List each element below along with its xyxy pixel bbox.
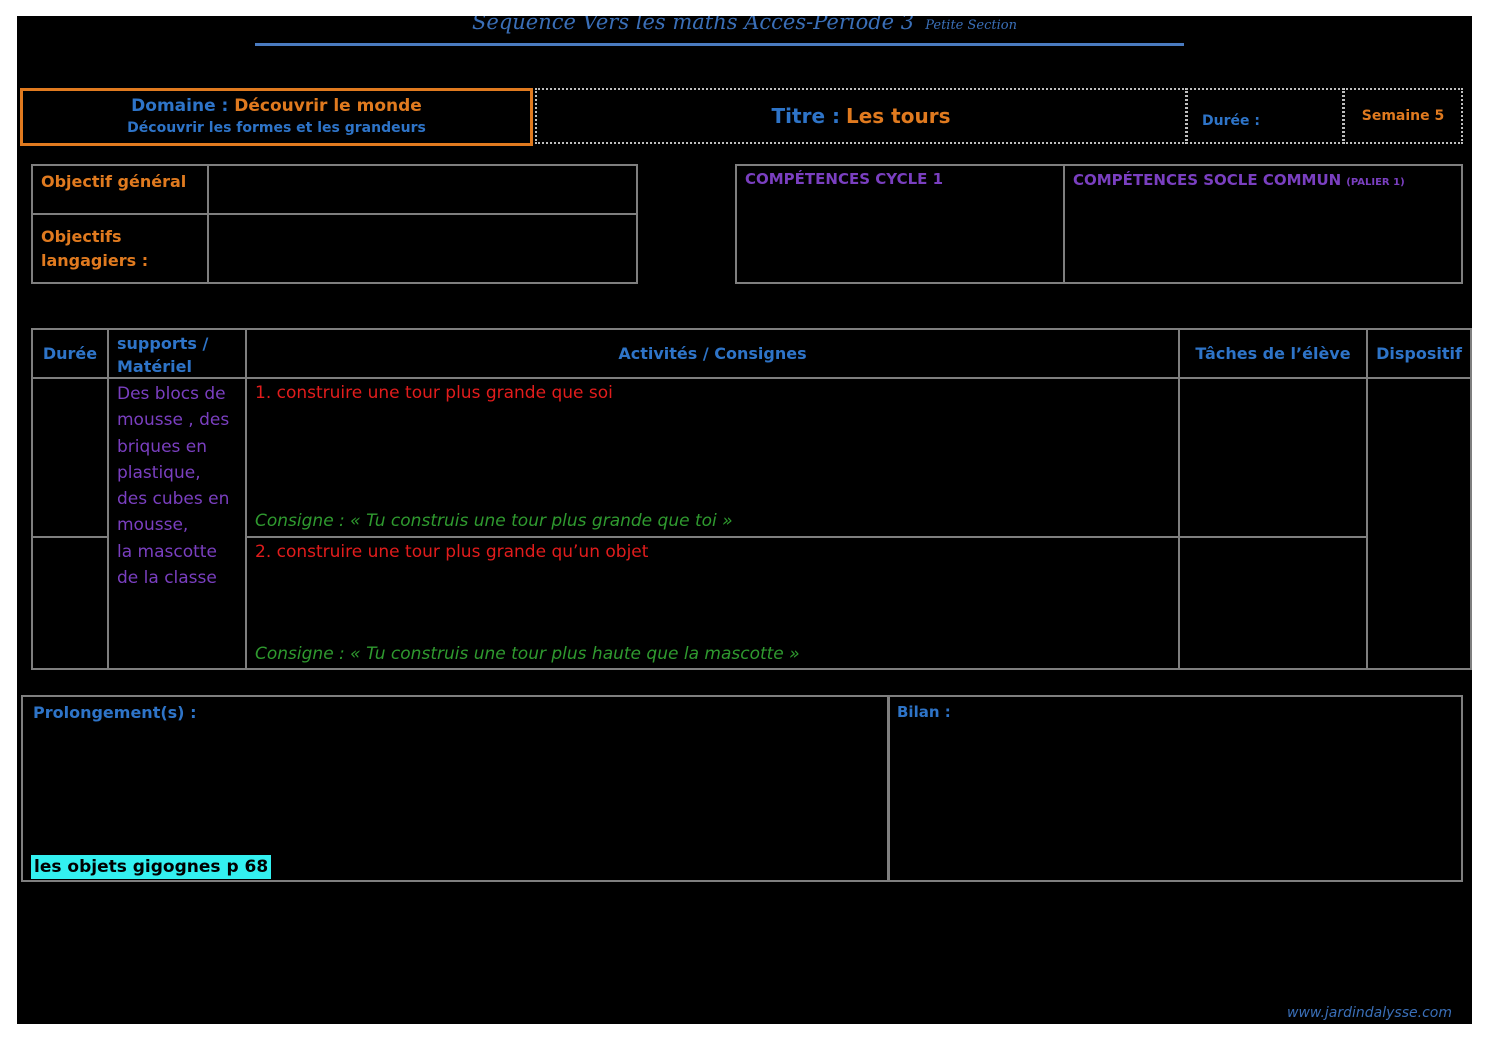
domain-value: Découvrir le monde	[234, 96, 422, 116]
activity-2-cell: 2. construire une tour plus grande qu’un…	[245, 536, 1180, 670]
extension-label: Prolongement(s) :	[33, 703, 197, 722]
col-header-setup: Dispositif	[1366, 328, 1472, 379]
duration-cell: Durée :	[1186, 88, 1344, 144]
week-cell: Semaine 5	[1343, 88, 1463, 144]
col-header-tasks: Tâches de l’élève	[1178, 328, 1368, 379]
supports-line: la mascotte	[117, 541, 217, 562]
competences-cycle-label: COMPÉTENCES CYCLE 1	[745, 170, 944, 188]
col-header-supports: supports / Matériel	[107, 328, 247, 379]
supports-cell: Des blocs de mousse , des briques en pla…	[107, 377, 247, 670]
supports-line: plastique,	[117, 462, 201, 483]
objective-language-label-cell: Objectifs langagiers :	[31, 213, 209, 284]
title-label: Titre :	[771, 104, 840, 128]
objective-general-label-cell: Objectif général	[31, 164, 209, 215]
supports-line: Des blocs de	[117, 384, 226, 404]
supports-list: Des blocs de mousse , des briques en pla…	[117, 381, 237, 591]
setup-cell	[1366, 377, 1472, 670]
competences-socle-cell: COMPÉTENCES SOCLE COMMUN (PALIER 1)	[1063, 164, 1463, 284]
col-header-activities: Activités / Consignes	[245, 328, 1180, 379]
title-cell: Titre : Les tours	[535, 88, 1187, 144]
row2-duration-cell	[31, 536, 109, 670]
extension-box: Prolongement(s) : les objets gigognes p …	[21, 695, 890, 882]
objective-general-label: Objectif général	[41, 172, 187, 191]
week-label: Semaine 5	[1361, 108, 1445, 124]
duration-label: Durée :	[1202, 113, 1260, 129]
objective-language-value-cell	[207, 213, 638, 284]
lesson-sheet: Séquence Vers les maths Accès-Période 3 …	[17, 16, 1472, 1024]
supports-line: briques en	[117, 436, 208, 457]
objective-language-label-2: langagiers :	[41, 251, 149, 270]
activity-1-consigne: Consigne : « Tu construis une tour plus …	[255, 511, 733, 531]
domain-label: Domaine :	[131, 96, 229, 116]
extension-note: les objets gigognes p 68	[31, 855, 272, 879]
domain-box: Domaine : Découvrir le monde Découvrir l…	[20, 88, 533, 146]
activity-1-cell: 1. construire une tour plus grande que s…	[245, 377, 1180, 538]
title-sub: Petite Section	[925, 18, 1017, 33]
supports-line: de la classe	[117, 568, 217, 589]
row2-tasks-cell	[1178, 536, 1368, 670]
title-value: Les tours	[845, 104, 951, 128]
row1-tasks-cell	[1178, 377, 1368, 538]
objective-general-value-cell	[207, 164, 638, 215]
review-box: Bilan :	[887, 695, 1463, 882]
competences-socle-suffix: (PALIER 1)	[1346, 177, 1405, 188]
domain-subvalue: Découvrir les formes et les grandeurs	[127, 120, 426, 136]
col-header-duration: Durée	[31, 328, 109, 379]
row1-duration-cell	[31, 377, 109, 538]
supports-line: des cubes en	[117, 489, 230, 510]
activity-1-title: 1. construire une tour plus grande que s…	[255, 383, 613, 403]
competences-cycle-cell: COMPÉTENCES CYCLE 1	[735, 164, 1065, 284]
activity-2-title: 2. construire une tour plus grande qu’un…	[255, 542, 649, 562]
competences-socle-label: COMPÉTENCES SOCLE COMMUN	[1073, 171, 1342, 189]
supports-line: mousse,	[117, 515, 189, 536]
website-link[interactable]: www.jardindalysse.com	[1287, 1005, 1452, 1021]
supports-line: mousse , des	[117, 410, 230, 431]
page-title: Séquence Vers les maths Accès-Période 3 …	[17, 16, 1472, 34]
activity-2-consigne: Consigne : « Tu construis une tour plus …	[255, 644, 800, 664]
title-main: Séquence Vers les maths Accès-Période 3	[472, 16, 915, 34]
objective-language-label-1: Objectifs	[41, 227, 122, 246]
title-underline	[255, 43, 1184, 46]
review-label: Bilan :	[897, 703, 951, 721]
